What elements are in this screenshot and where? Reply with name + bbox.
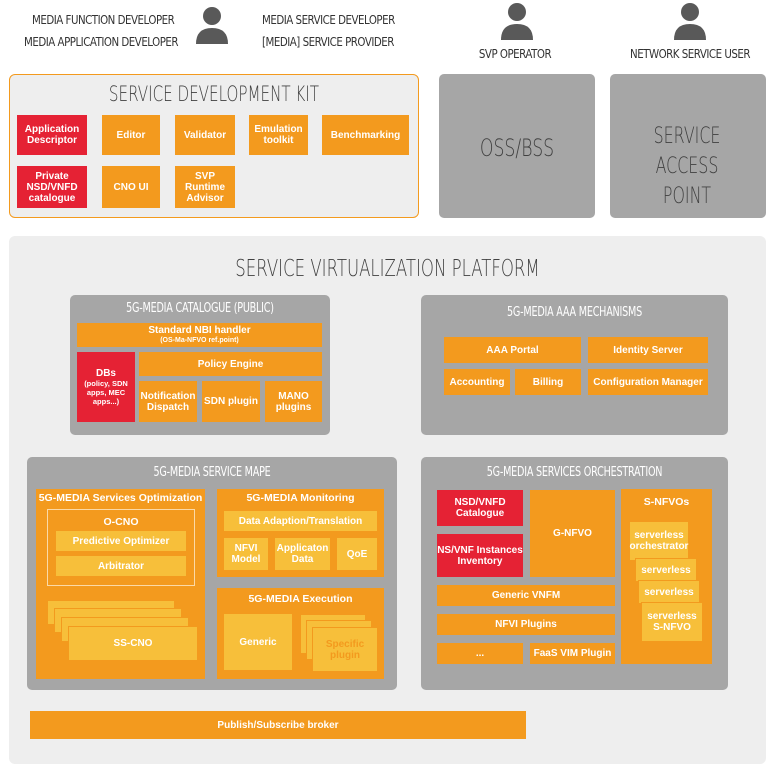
actor-label-media-application-developer: MEDIA APPLICATION DEVELOPER xyxy=(24,34,179,49)
ocno-title: O-CNO xyxy=(103,516,139,528)
benchmarking-box: Benchmarking xyxy=(322,115,409,155)
sdk-title: SERVICE DEVELOPMENT KIT xyxy=(108,82,320,106)
aaa-portal-box: AAA Portal xyxy=(444,337,581,363)
execution-title: 5G-MEDIA Execution xyxy=(248,593,353,605)
nsd-vnfd-catalogue-box: NSD/VNFD Catalogue xyxy=(437,490,523,526)
data-adaption-box: Data Adaption/Translation xyxy=(224,511,377,531)
private-catalogue-box: Private NSD/VNFD catalogue xyxy=(17,166,87,208)
aaa-title: 5G-MEDIA AAA MECHANISMS xyxy=(506,305,643,320)
person-icon xyxy=(194,6,230,44)
ns-vnf-inventory-box: NS/VNF Instances Inventory xyxy=(437,534,523,577)
mano-plugins-box: MANO plugins xyxy=(265,381,322,422)
orchestration-title: 5G-MEDIA SERVICES ORCHESTRATION xyxy=(486,465,663,480)
oss-bss-panel xyxy=(439,74,595,218)
nbi-ref-label: (OS-Ma-NFVO ref.point) xyxy=(160,337,239,344)
cno-ui-box: CNO UI xyxy=(102,166,160,208)
accounting-box: Accounting xyxy=(444,369,510,395)
application-data-box: Applicaton Data xyxy=(275,538,330,570)
billing-box: Billing xyxy=(515,369,581,395)
nfvi-plugins-box: NFVI Plugins xyxy=(437,614,615,635)
configuration-manager-box: Configuration Manager xyxy=(588,369,708,395)
generic-vnfm-box: Generic VNFM xyxy=(437,585,615,606)
actor-label-media-service-developer: MEDIA SERVICE DEVELOPER xyxy=(262,12,395,27)
specific-plugin-box: Specific plugin xyxy=(312,627,378,672)
actor-label-svp-operator: SVP OPERATOR xyxy=(478,46,552,61)
publish-subscribe-broker-box: Publish/Subscribe broker xyxy=(30,711,526,739)
notification-dispatch-box: Notification Dispatch xyxy=(139,381,197,422)
services-optimization-title: 5G-MEDIA Services Optimization xyxy=(38,492,203,504)
serverless-box: serverless xyxy=(638,580,700,604)
application-descriptor-box: Application Descriptor xyxy=(17,115,87,155)
monitoring-title: 5G-MEDIA Monitoring xyxy=(246,492,355,504)
mape-title: 5G-MEDIA SERVICE MAPE xyxy=(153,465,271,480)
service-access-point-label: SERVICE ACCESS POINT xyxy=(653,124,721,209)
policy-engine-box: Policy Engine xyxy=(139,352,322,376)
qoe-box: QoE xyxy=(337,538,377,570)
sscno-box: SS-CNO xyxy=(68,626,198,661)
oss-bss-label: OSS/BSS xyxy=(479,134,555,162)
actor-label-network-service-user: NETWORK SERVICE USER xyxy=(630,46,750,61)
ellipsis-box: ... xyxy=(437,643,523,664)
dbs-title: DBs xyxy=(95,368,116,379)
person-icon xyxy=(672,2,708,40)
dbs-detail: (policy, SDN apps, MEC apps...) xyxy=(84,379,128,406)
editor-box: Editor xyxy=(102,115,160,155)
faas-vim-plugin-box: FaaS VIM Plugin xyxy=(530,643,615,664)
arbitrator-box: Arbitrator xyxy=(56,556,186,576)
svp-title: SERVICE VIRTUALIZATION PLATFORM xyxy=(235,256,540,282)
nbi-handler-label: Standard NBI handler xyxy=(148,324,251,336)
gnfvo-box: G-NFVO xyxy=(530,490,615,577)
validator-box: Validator xyxy=(175,115,235,155)
serverless-orchestrator-box: serverless orchestrator xyxy=(629,521,689,561)
actor-label-media-service-provider: [MEDIA] SERVICE PROVIDER xyxy=(262,34,394,49)
predictive-optimizer-box: Predictive Optimizer xyxy=(56,531,186,551)
nfvi-model-box: NFVI Model xyxy=(224,538,268,570)
service-access-point-panel xyxy=(610,74,766,218)
catalogue-title: 5G-MEDIA CATALOGUE (PUBLIC) xyxy=(126,301,274,316)
sdn-plugin-box: SDN plugin xyxy=(202,381,260,422)
ocno-frame xyxy=(47,509,195,586)
generic-box: Generic xyxy=(224,614,292,670)
dbs-box: DBs (policy, SDN apps, MEC apps...) xyxy=(77,352,135,422)
aaa-panel xyxy=(421,295,728,435)
actor-label-media-function-developer: MEDIA FUNCTION DEVELOPER xyxy=(32,12,175,27)
serverless-box: serverless xyxy=(635,558,697,582)
serverless-snfvo-box: serverless S-NFVO xyxy=(641,602,703,642)
emulation-toolkit-box: Emulation toolkit xyxy=(249,115,308,155)
person-icon xyxy=(499,2,535,40)
nbi-handler-box: Standard NBI handler (OS-Ma-NFVO ref.poi… xyxy=(77,323,322,347)
snfvos-title: S-NFVOs xyxy=(643,496,690,508)
identity-server-box: Identity Server xyxy=(588,337,708,363)
svp-runtime-advisor-box: SVP Runtime Advisor xyxy=(175,166,235,208)
